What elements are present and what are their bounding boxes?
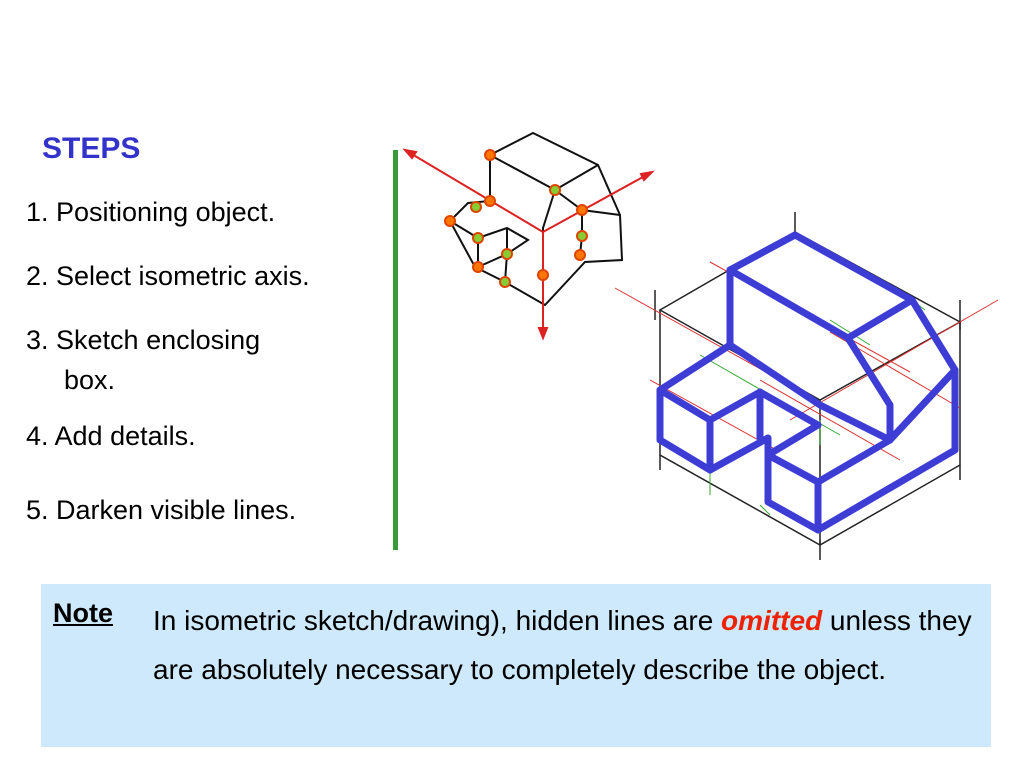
enclosing-box bbox=[654, 212, 962, 560]
note-text: In isometric sketch/drawing), hidden lin… bbox=[153, 596, 983, 694]
step-3: 3. Sketch enclosing box. bbox=[26, 320, 260, 400]
small-object-sketch bbox=[448, 131, 624, 307]
note-text-after: unless they are absolutely necessary to … bbox=[153, 605, 972, 685]
darkened-object-lines bbox=[656, 231, 959, 534]
isometric-axes bbox=[402, 148, 655, 341]
green-divider bbox=[393, 150, 398, 550]
isometric-drawing bbox=[402, 131, 999, 560]
step-3-line-2: box. bbox=[64, 365, 116, 395]
step-2: 2. Select isometric axis. bbox=[26, 261, 310, 291]
note-box: Note In isometric sketch/drawing), hidde… bbox=[41, 584, 991, 747]
step-4: 4. Add details. bbox=[26, 421, 196, 451]
sketch-vertex-points bbox=[444, 149, 588, 288]
step-1: 1. Positioning object. bbox=[26, 197, 276, 227]
step-3-line-1: 3. Sketch enclosing bbox=[26, 325, 261, 355]
steps-heading: STEPS bbox=[42, 132, 141, 165]
step-5: 5. Darken visible lines. bbox=[26, 495, 297, 525]
note-label: Note bbox=[53, 598, 113, 628]
note-text-before: In isometric sketch/drawing), hidden lin… bbox=[153, 605, 722, 636]
note-emphasis: omitted bbox=[721, 605, 823, 636]
